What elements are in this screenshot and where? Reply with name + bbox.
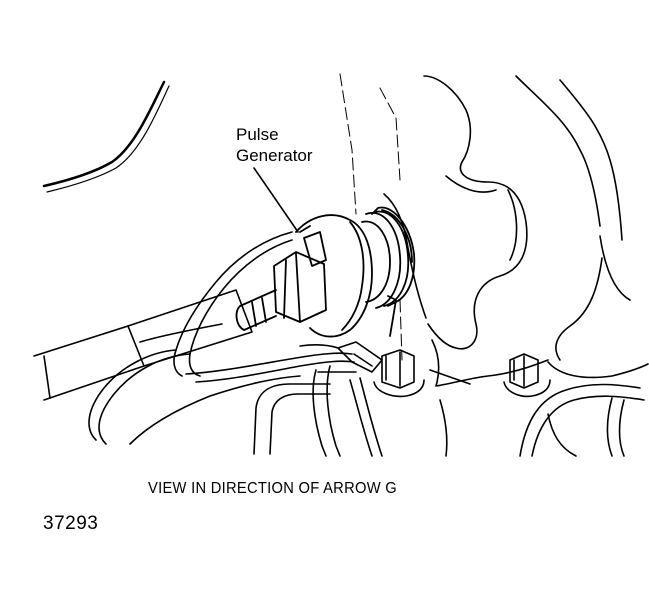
- transmission-case: [34, 290, 252, 400]
- figure-number: 37293: [43, 513, 99, 534]
- ground-terminal: [300, 342, 382, 372]
- transmission-housing: [384, 76, 648, 386]
- transmission-pan: [254, 366, 644, 456]
- callout-label-line-1: Pulse: [236, 125, 279, 144]
- wiring-harness: [89, 232, 354, 444]
- callout-label-line-2: Generator: [236, 146, 313, 165]
- mounting-bolt: [374, 350, 424, 396]
- figure-caption: VIEW IN DIRECTION OF ARROW G: [148, 480, 397, 497]
- panel-edge: [44, 82, 169, 192]
- callout-leader-line: [254, 168, 298, 232]
- reference-lines: [340, 74, 402, 360]
- mounting-bolt: [504, 354, 550, 396]
- pulse-generator: [237, 207, 415, 336]
